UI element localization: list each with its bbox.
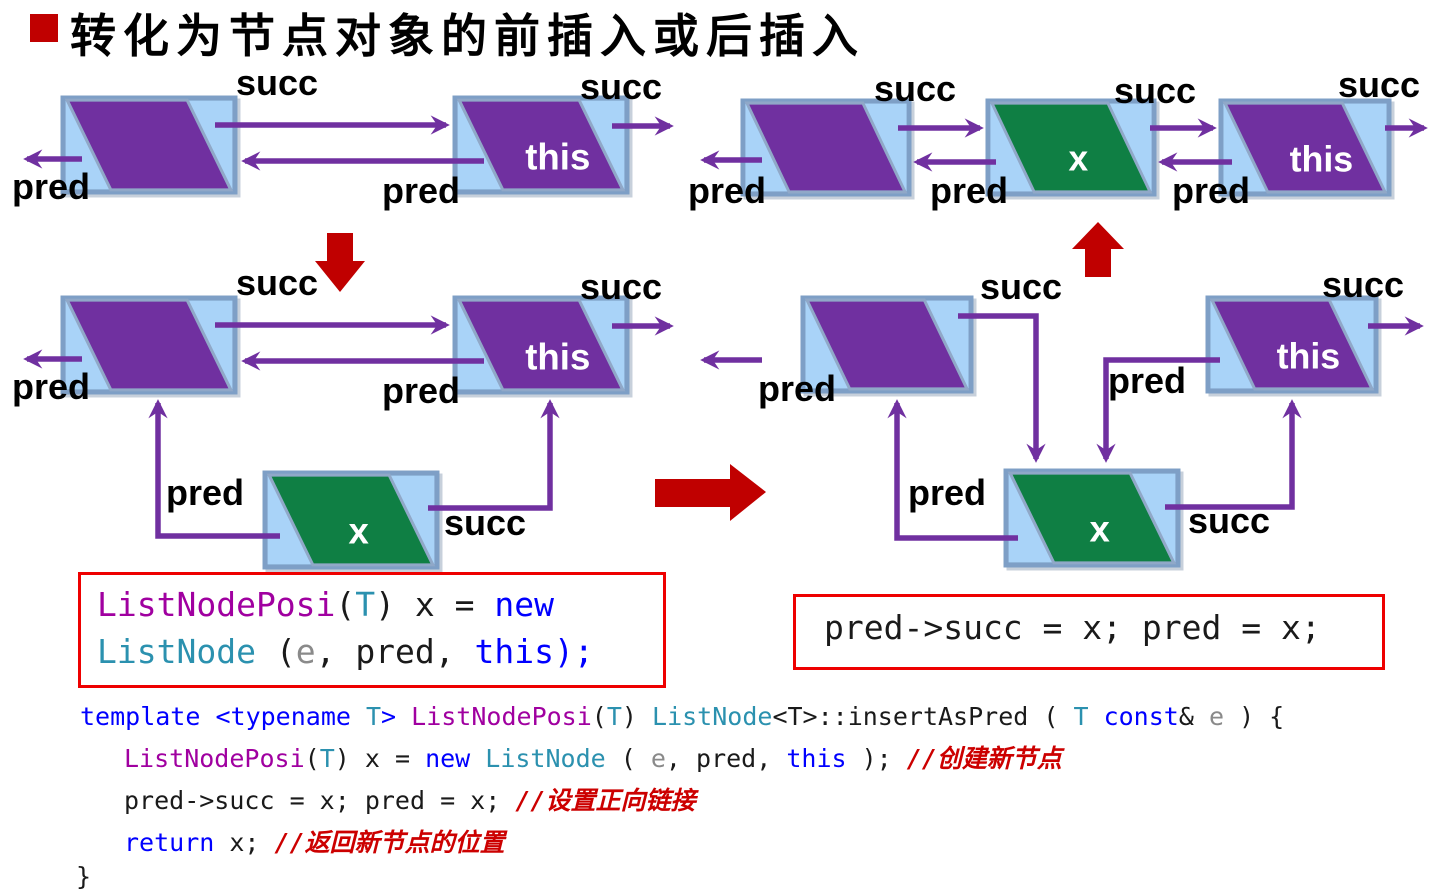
node-x-row1-right: x	[985, 98, 1157, 197]
code-line: pred->succ = x; pred = x;	[824, 608, 1321, 647]
succ-label: succ	[1322, 264, 1405, 305]
svg-text:this: this	[1290, 138, 1354, 179]
succ-label: succ	[1188, 500, 1271, 541]
pred-label: pred	[382, 370, 461, 411]
node-this-row1-left: this	[452, 95, 630, 195]
svg-text:this: this	[525, 336, 590, 377]
code-line: ListNode (e, pred, this);	[97, 632, 594, 671]
succ-label: succ	[980, 266, 1063, 307]
code-box-new-node: ListNodePosi(T) x = new ListNode (e, pre…	[78, 572, 666, 688]
page-title: 转化为节点对象的前插入或后插入	[70, 10, 865, 62]
pred-label: pred	[12, 366, 91, 407]
x-succ-connector-r2r	[1165, 399, 1302, 510]
svg-text:x: x	[1069, 138, 1089, 179]
red-up-arrow-icon	[1072, 222, 1124, 277]
code-line-return: return x; //返回新节点的位置	[124, 828, 505, 857]
pred-label: pred	[12, 166, 91, 207]
svg-text:this: this	[1277, 335, 1341, 376]
node-pred-row1-left	[60, 95, 238, 195]
succ-label: succ	[236, 262, 319, 303]
x-pred-connector-r2r	[887, 399, 1018, 541]
x-succ-connector-r2l	[428, 399, 560, 511]
title-bullet-icon	[30, 14, 58, 42]
node-pred-row2-right	[800, 295, 974, 394]
pred-label: pred	[930, 170, 1009, 211]
pred-label: pred	[382, 170, 461, 211]
node-this-row2-left: this	[452, 295, 630, 395]
pred-label: pred	[1108, 360, 1187, 401]
pred-label: pred	[758, 368, 837, 409]
node-this-row2-right: this	[1205, 295, 1379, 394]
code-line-links: pred->succ = x; pred = x; //设置正向链接	[124, 786, 696, 815]
code-line-new-node: ListNodePosi(T) x = new ListNode ( e, pr…	[124, 744, 1062, 773]
succ-label: succ	[580, 66, 663, 107]
pred-label: pred	[1172, 170, 1251, 211]
node-x-row2-right: x	[1003, 468, 1181, 568]
svg-text:this: this	[525, 136, 590, 177]
node-pred-row2-left	[60, 295, 238, 395]
red-right-arrow-icon	[655, 464, 766, 521]
pred-label: pred	[688, 170, 767, 211]
succ-label: succ	[444, 502, 527, 543]
succ-label: succ	[1114, 70, 1197, 111]
red-down-arrow-icon	[315, 233, 365, 292]
succ-label: succ	[874, 68, 957, 109]
code-line-brace: }	[76, 862, 92, 891]
code-line-template: template <typename T> ListNodePosi(T) Li…	[80, 702, 1285, 731]
code-box-forward-links: pred->succ = x; pred = x;	[793, 594, 1385, 670]
succ-label: succ	[236, 62, 319, 103]
code-line: ListNodePosi(T) x = new	[97, 585, 554, 624]
node-x-row2-left: x	[262, 470, 440, 570]
node-this-row1-right: this	[1218, 98, 1392, 197]
node-pred-row1-right	[740, 98, 912, 197]
svg-text:x: x	[1089, 508, 1110, 549]
succ-label: succ	[1338, 64, 1421, 105]
succ-label: succ	[580, 266, 663, 307]
svg-text:x: x	[348, 510, 369, 551]
pred-label: pred	[908, 472, 987, 513]
pred-label: pred	[166, 472, 245, 513]
